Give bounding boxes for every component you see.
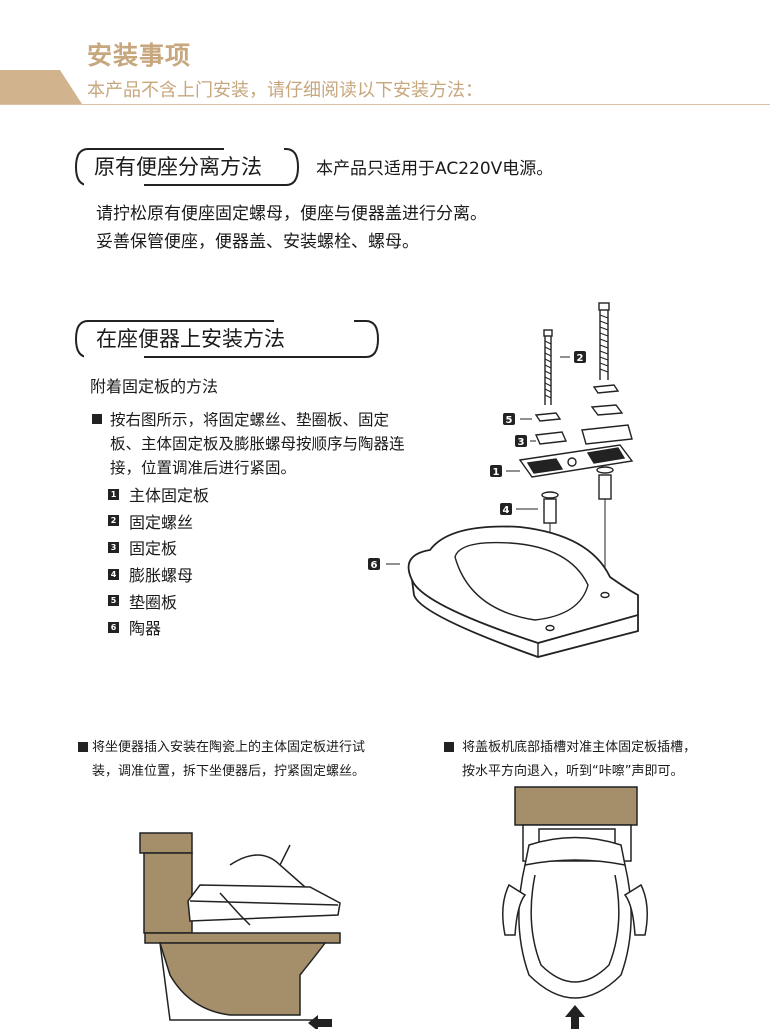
svg-text:1: 1 <box>493 467 500 478</box>
part-number-badge: 1 <box>108 488 119 500</box>
page-title: 安装事项 <box>87 41 192 70</box>
caption-right: 将盖板机底部插槽对准主体固定板插槽， 按水平方向退入，听到“咔嚓”声即可。 <box>444 736 696 784</box>
part-item: 6 陶器 <box>108 614 209 641</box>
section2-heading-frame <box>74 319 380 359</box>
caption-left-line-1: 将坐便器插入安装在陶瓷上的主体固定板进行试 <box>78 736 365 760</box>
part-number-badge: 5 <box>108 595 119 607</box>
instruction-line-3: 接，位置调准后进行紧固。 <box>110 459 297 477</box>
part-number-badge: 2 <box>108 515 119 527</box>
page-subtitle: 本产品不含上门安装，请仔细阅读以下安装方法： <box>87 80 483 101</box>
svg-text:5: 5 <box>506 415 513 426</box>
part-label: 膨胀螺母 <box>129 566 194 586</box>
lid-attachment-illustration <box>502 786 648 1029</box>
bullet-square-icon <box>78 742 88 752</box>
section2-subheading: 附着固定板的方法 <box>90 377 219 396</box>
bolt-right <box>598 302 610 380</box>
caption-left-line-2: 装，调准位置，拆下坐便器后，拧紧固定螺丝。 <box>92 764 366 779</box>
bullet-square-icon <box>92 414 102 424</box>
instruction-line-1: 按右图所示，将固定螺丝、垫圈板、固定 <box>92 408 442 432</box>
part-item: 2 固定螺丝 <box>108 508 209 535</box>
part-number-badge: 6 <box>108 621 119 633</box>
section2-heading: 在座便器上安装方法 <box>96 327 285 351</box>
caption-right-line-1: 将盖板机底部插槽对准主体固定板插槽， <box>444 736 696 760</box>
caption-right-line-2: 按水平方向退入，听到“咔嚓”声即可。 <box>462 764 684 779</box>
part-label: 固定螺丝 <box>129 512 194 532</box>
exploded-installation-diagram: 2 5 3 1 4 6 <box>368 302 639 658</box>
part-label: 垫圈板 <box>129 592 178 612</box>
section1-line-2: 妥善保管便座，便器盖、安装螺栓、螺母。 <box>96 232 419 252</box>
instruction-line-2: 板、主体固定板及膨胀螺母按顺序与陶器连 <box>110 435 405 453</box>
svg-text:2: 2 <box>577 353 584 364</box>
part-number-badge: 3 <box>108 541 119 553</box>
part-item: 3 固定板 <box>108 534 209 561</box>
section1-heading-frame <box>74 147 300 187</box>
bullet-square-icon <box>444 742 454 752</box>
svg-text:3: 3 <box>518 437 525 448</box>
part-label: 主体固定板 <box>129 486 210 506</box>
bolt-left <box>543 329 553 405</box>
toilet-insertion-illustration <box>139 832 341 1029</box>
push-arrow-icon <box>308 1015 332 1029</box>
section1-heading: 原有便座分离方法 <box>94 155 262 179</box>
part-label: 陶器 <box>129 619 162 639</box>
install-instruction: 按右图所示，将固定螺丝、垫圈板、固定 板、主体固定板及膨胀螺母按顺序与陶器连 接… <box>92 408 442 480</box>
part-item: 4 膨胀螺母 <box>108 561 209 588</box>
caption-left: 将坐便器插入安装在陶瓷上的主体固定板进行试 装，调准位置，拆下坐便器后，拧紧固定… <box>78 736 365 784</box>
section1-line-1: 请拧松原有便座固定螺母，便座与便器盖进行分离。 <box>96 204 487 224</box>
push-up-arrow-icon <box>565 1005 585 1029</box>
header-divider <box>0 104 770 105</box>
part-label: 固定板 <box>129 539 178 559</box>
part-item: 1 主体固定板 <box>108 481 209 508</box>
svg-text:4: 4 <box>503 505 510 516</box>
header-tab-decoration <box>0 70 82 104</box>
part-number-badge: 4 <box>108 568 119 580</box>
diagram-callouts: 2 5 3 1 4 6 <box>368 351 586 571</box>
part-item: 5 垫圈板 <box>108 587 209 614</box>
power-note: 本产品只适用于AC220V电源。 <box>316 159 554 179</box>
parts-list: 1 主体固定板 2 固定螺丝 3 固定板 4 膨胀螺母 5 垫圈板 6 陶器 <box>108 481 209 641</box>
svg-text:6: 6 <box>371 560 378 571</box>
